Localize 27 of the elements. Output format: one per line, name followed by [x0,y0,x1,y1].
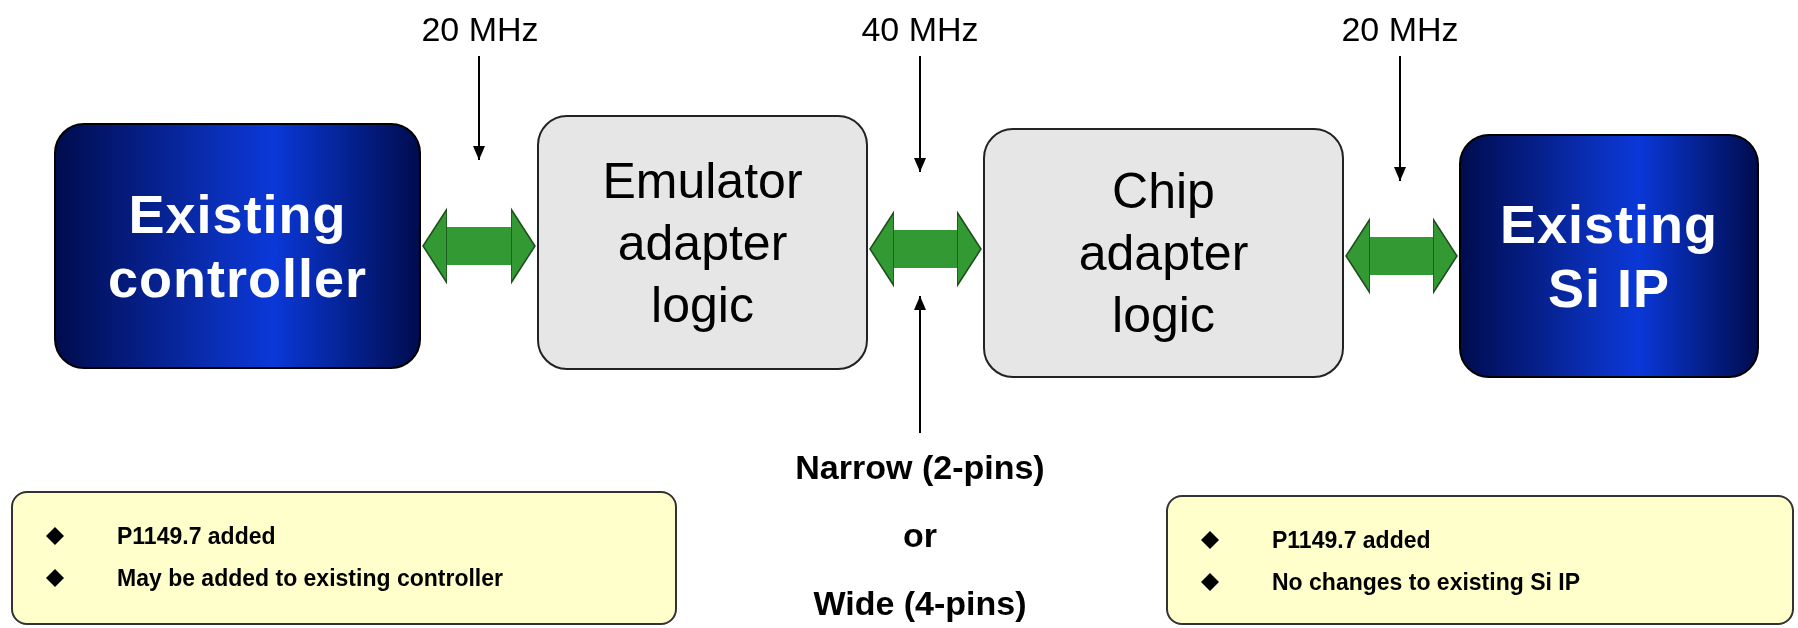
label-text: Wide (4-pins) [813,583,1027,624]
controller-box [54,123,421,369]
note-text: No changes to existing Si IP [1272,568,1580,596]
pointer-arrow [473,55,485,161]
double-arrow [422,208,536,284]
note-card [1166,495,1794,625]
pointer-arrow [914,295,926,434]
note-text: P1149.7 added [1272,526,1431,554]
label-text: 20 MHz [1341,10,1459,49]
block-title: Existing controller [106,183,368,310]
block-title: Existing Si IP [1498,193,1719,320]
label-text: or [903,515,937,556]
label-text: 40 MHz [861,10,979,49]
note-text: May be added to existing controller [117,564,503,592]
pointer-arrow [914,55,926,173]
label-text: Narrow (2-pins) [795,447,1045,488]
block-title: Emulator adapter logic [601,151,804,335]
double-arrow [869,211,982,287]
pointer-arrow [1394,55,1406,182]
note-text: P1149.7 added [117,522,276,550]
adapter-box [983,128,1344,378]
adapter-box [537,115,868,370]
block-title: Chip adapter logic [1077,162,1250,345]
double-arrow [1345,218,1458,294]
note-card [11,491,677,625]
label-text: 20 MHz [421,10,539,49]
ip-box [1459,134,1759,378]
